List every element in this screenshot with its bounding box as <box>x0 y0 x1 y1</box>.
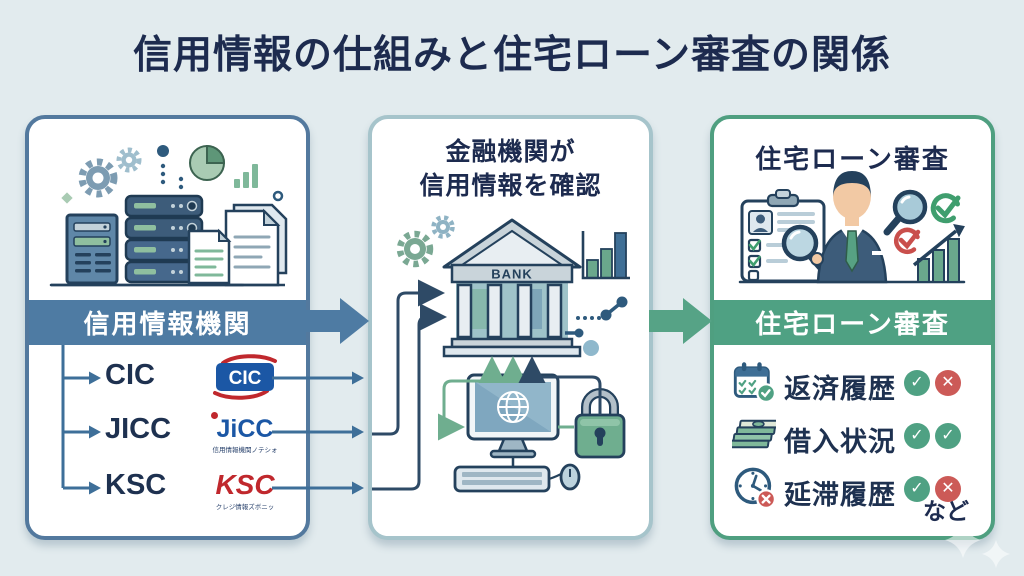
ksc-logo-subtext: クレジ情報ズボニッ <box>215 504 275 511</box>
check-row-borrowing: 借入状況 ✓ ✓ <box>728 412 978 458</box>
upload-arrows <box>438 356 574 441</box>
computer-icon <box>453 373 581 493</box>
jicc-red-dot <box>211 412 218 419</box>
bank-icon: BANK <box>442 218 582 358</box>
incoming-data-arrows <box>372 279 447 491</box>
bank-check-panel: 金融機関が 信用情報を確認 BANK <box>368 115 653 540</box>
clock-icon <box>734 467 776 509</box>
credit-bureau-panel: 信用情報機関 CIC CIC JICC JiCC 信用情報機関ノテシォ KSC … <box>25 115 310 540</box>
etc-label: など <box>923 498 969 524</box>
secure-link-arrow <box>518 356 602 415</box>
businessman-icon <box>810 171 888 284</box>
bar-chart-icon <box>234 164 258 188</box>
check-label-borrowing: 借入状況 <box>784 427 896 457</box>
gear-icon <box>78 147 142 198</box>
agency-name-jicc: JICC <box>105 413 172 445</box>
status-icon: ✓ <box>935 423 961 449</box>
cic-logo: CIC <box>195 353 295 406</box>
loan-screening-panel: 住宅ローン審査 <box>710 115 995 540</box>
status-icon: ✕ <box>935 476 961 502</box>
flow-arrow-green <box>649 298 712 344</box>
dots-decoration <box>157 145 184 190</box>
loan-screening-title: 住宅ローン審査 <box>755 144 950 174</box>
svg-text:BANK: BANK <box>491 267 533 282</box>
agency-row-jicc: JICC JiCC 信用情報機関ノテシォ <box>29 412 306 455</box>
check-label-delinquency: 延滞履歴 <box>784 480 896 510</box>
agency-name-cic: CIC <box>105 359 155 391</box>
check-label-repayment: 返済履歴 <box>784 374 896 404</box>
documents-icon <box>187 203 288 287</box>
check-row-delinquency: 延滞履歴 ✓ ✕ <box>728 465 978 511</box>
check-circle-icon <box>930 193 961 224</box>
svg-text:CIC: CIC <box>229 368 262 389</box>
jicc-logo: JiCC 信用情報機関ノテシォ <box>195 412 295 454</box>
diamond-decoration <box>61 192 73 204</box>
money-icon <box>732 419 776 449</box>
page-title: 信用情報の仕組みと住宅ローン審査の関係 <box>132 34 892 77</box>
jicc-logo-subtext: 信用情報機関ノテシォ <box>212 447 278 454</box>
check-circle-red-icon <box>893 227 921 255</box>
magnifier-icon <box>781 224 831 278</box>
agency-name-ksc: KSC <box>105 469 167 501</box>
pie-chart-icon <box>189 144 226 181</box>
scatter-line-decoration <box>565 296 628 356</box>
gear-icon <box>396 215 455 268</box>
status-icon: ✓ <box>904 476 930 502</box>
magnifier-icon-2 <box>883 189 928 236</box>
circle-decoration <box>272 190 284 202</box>
loan-screening-banner: 住宅ローン審査 <box>714 300 991 345</box>
check-row-repayment: 返済履歴 ✓ ✕ <box>728 359 978 405</box>
tower-server-icon <box>65 213 119 285</box>
status-icon: ✓ <box>904 370 930 396</box>
status-icon: ✕ <box>935 370 961 396</box>
bar-chart-icon <box>581 231 630 280</box>
bank-check-title: 金融機関が 信用情報を確認 <box>419 138 602 200</box>
status-icon: ✓ <box>904 423 930 449</box>
growth-chart-icon <box>912 224 965 283</box>
credit-bureau-banner: 信用情報機関 <box>29 300 306 345</box>
agency-row-cic: CIC CIC <box>29 354 306 401</box>
ksc-logo: KSC クレジ情報ズボニッ <box>195 469 295 511</box>
agency-row-ksc: KSC KSC クレジ情報ズボニッ <box>29 469 306 511</box>
calendar-icon <box>733 362 776 403</box>
flow-arrow-blue <box>306 298 369 344</box>
server-rack-icon <box>124 194 204 284</box>
padlock-icon <box>574 388 626 459</box>
clipboard-icon <box>740 189 826 283</box>
